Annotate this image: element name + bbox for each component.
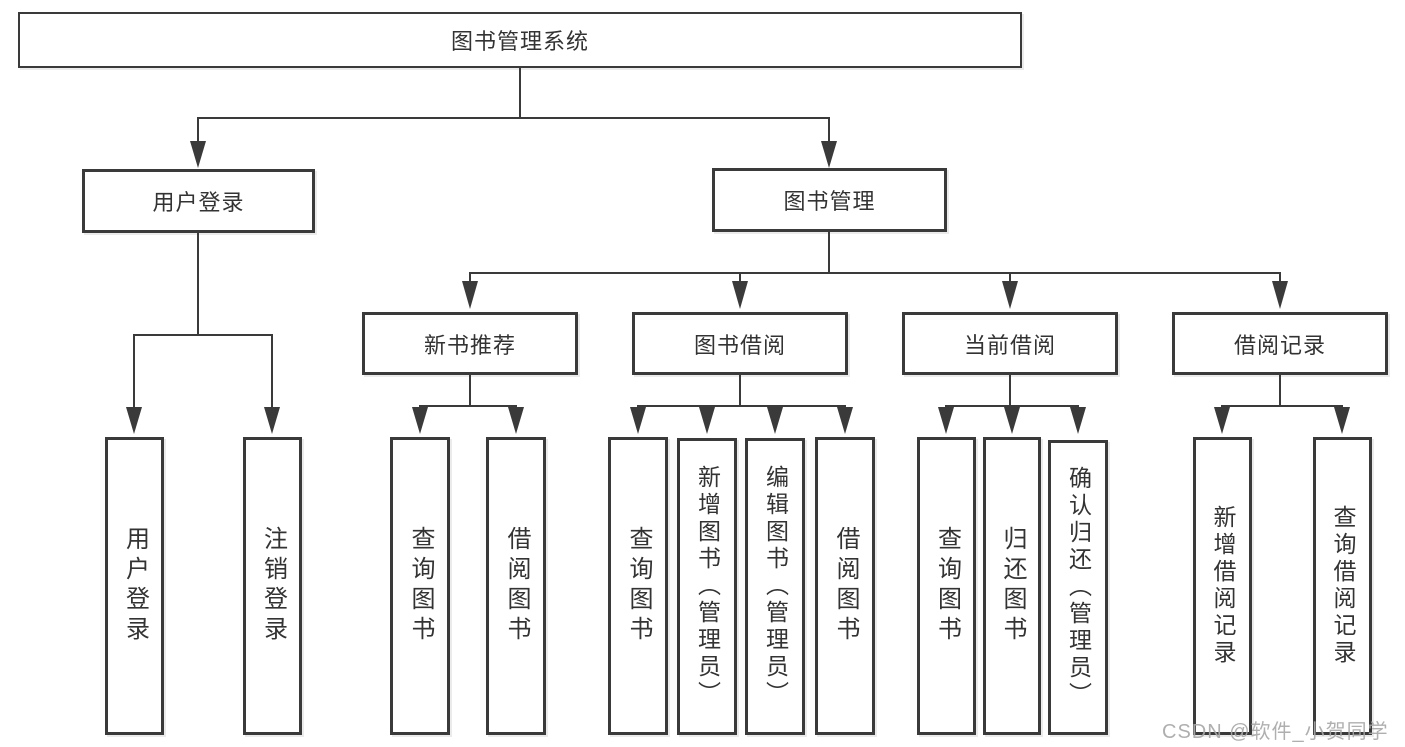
arrowhead-to-bb-add [699,407,715,434]
node-user-login: 用户登录 [82,169,315,233]
leaf-label: 新增借阅记录 [1210,505,1236,667]
connector-new-rec-stem [469,375,471,407]
node-label: 图书管理系统 [450,29,589,54]
leaf-br-query-record: 查询借阅记录 [1313,437,1372,735]
node-book-borrowing: 图书借阅 [632,312,848,375]
connector-stub-new-rec [469,272,471,282]
node-label: 借阅记录 [1233,332,1326,358]
leaf-label: 查询借阅记录 [1330,505,1356,667]
arrowhead-to-borrow [732,281,748,309]
leaf-user-login: 用户登录 [105,437,164,735]
connector-stub-user-login [197,117,199,143]
connector-records-stem [1279,375,1281,407]
leaf-label: 查询图书 [407,526,434,646]
leaf-label: 注销登录 [259,526,287,646]
leaf-label: 归还图书 [999,526,1026,646]
arrowhead-to-leaf-login [126,407,142,434]
connector-new-rec-branch [419,405,517,407]
leaf-bb-edit-books-admin: 编辑图书（管理员） [745,438,805,735]
leaf-label: 用户登录 [121,526,149,646]
leaf-label: 查询图书 [933,526,961,646]
node-label: 新书推荐 [423,332,516,358]
arrowhead-to-rec-query [412,407,428,434]
connector-stub-leaf-logout [271,334,273,409]
arrowhead-to-leaf-logout [264,407,280,434]
node-new-book-recommend: 新书推荐 [362,312,578,375]
arrowhead-to-br-query [1334,407,1350,434]
arrowhead-to-cb-confirm [1070,407,1086,434]
connector-borrow-stem [739,375,741,407]
leaf-label: 编辑图书（管理员） [762,465,789,708]
leaf-label: 查询图书 [625,526,652,646]
connector-stub-current [1009,272,1011,282]
leaf-bb-query-books: 查询图书 [608,437,668,735]
leaf-label: 新增图书（管理员） [694,465,721,708]
connector-stub-book-mgmt [828,117,830,143]
connector-stub-records [1279,272,1281,282]
node-library-management-system: 图书管理系统 [18,12,1022,68]
leaf-rec-borrow-books: 借阅图书 [486,437,546,735]
arrowhead-to-book-mgmt [821,141,837,168]
connector-stub-borrow [739,272,741,282]
leaf-logout: 注销登录 [243,437,302,735]
arrowhead-to-cb-query [938,407,954,434]
leaf-bb-add-books-admin: 新增图书（管理员） [677,438,737,735]
connector-current-branch [945,405,1079,407]
arrowhead-to-rec-borrow [508,407,524,434]
node-label: 图书借阅 [693,332,786,358]
arrowhead-to-current [1002,281,1018,309]
connector-root-stem [519,68,521,118]
leaf-cb-query-books: 查询图书 [917,437,976,735]
leaf-cb-return-books: 归还图书 [983,437,1041,735]
leaf-br-add-record: 新增借阅记录 [1193,437,1252,735]
leaf-label: 确认归还（管理员） [1065,466,1092,709]
arrowhead-to-bb-query [630,407,646,434]
connector-root-branch [197,117,830,119]
arrowhead-to-bb-edit [767,407,783,434]
node-book-management: 图书管理 [712,168,947,232]
node-borrowing-records: 借阅记录 [1172,312,1388,375]
connector-records-branch [1221,405,1343,407]
node-label: 当前借阅 [963,332,1056,358]
connector-current-stem [1009,375,1011,407]
leaf-cb-confirm-return-admin: 确认归还（管理员） [1048,440,1108,735]
leaf-rec-query-books: 查询图书 [390,437,450,735]
arrowhead-to-br-add [1214,407,1230,434]
node-label: 图书管理 [783,189,876,214]
arrowhead-to-cb-return [1004,407,1020,434]
connector-borrow-branch [637,405,846,407]
arrowhead-to-new-rec [462,281,478,309]
arrowhead-to-user-login [190,141,206,168]
node-current-borrowing: 当前借阅 [902,312,1118,375]
leaf-label: 借阅图书 [503,526,530,646]
node-label: 用户登录 [152,190,245,215]
connector-book-mgmt-stem [828,232,830,274]
connector-book-mgmt-branch [469,272,1281,274]
arrowhead-to-records [1272,281,1288,309]
connector-user-login-branch [133,334,273,336]
leaf-label: 借阅图书 [832,526,859,646]
arrowhead-to-bb-borrow [837,407,853,434]
connector-user-login-stem [197,233,199,335]
leaf-bb-borrow-books: 借阅图书 [815,437,875,735]
csdn-watermark: CSDN @软件_小贺同学 [1162,721,1389,743]
connector-stub-leaf-login [133,334,135,409]
